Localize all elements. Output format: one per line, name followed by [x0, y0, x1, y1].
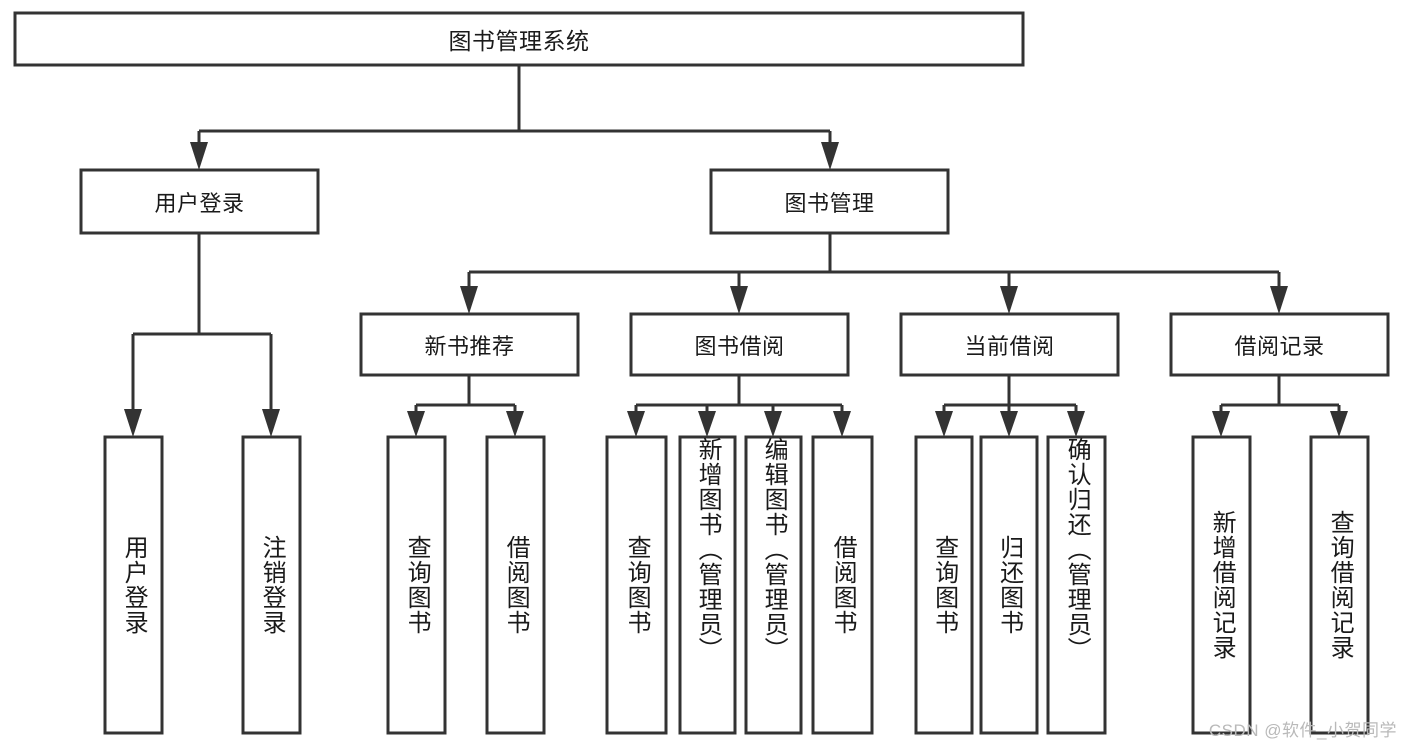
node-box-leaf-edit-book[interactable] — [744, 435, 803, 735]
arrow-user-login — [190, 142, 208, 170]
node-box-leaf-user-login[interactable] — [103, 435, 164, 735]
node-box-leaf-return-book[interactable] — [979, 435, 1039, 735]
node-box-leaf-query-borrow-record[interactable] — [1309, 435, 1370, 735]
node-box-book-borrow[interactable] — [629, 312, 850, 377]
node-box-leaf-borrow-book-1[interactable] — [485, 435, 546, 735]
arrow-leaf-edit-book — [764, 411, 782, 437]
arrow-leaf-return-book — [1000, 411, 1018, 437]
arrow-leaf-borrow-book-1 — [506, 411, 524, 437]
nodes-layer — [13, 11, 1390, 735]
arrow-borrow-record — [1270, 286, 1288, 314]
edges-layer — [124, 65, 1348, 437]
arrow-current-borrow — [1000, 286, 1018, 314]
node-box-leaf-add-borrow-record[interactable] — [1191, 435, 1252, 735]
arrow-leaf-query-book-3 — [935, 411, 953, 437]
arrow-new-book-recommend — [460, 286, 478, 314]
node-box-leaf-add-book[interactable] — [678, 435, 737, 735]
arrow-leaf-user-logout — [262, 409, 280, 437]
node-box-borrow-record[interactable] — [1169, 312, 1390, 377]
node-box-root[interactable] — [13, 11, 1025, 67]
arrow-book-manage — [821, 142, 839, 170]
node-box-user-login[interactable] — [79, 168, 320, 235]
watermark-text: CSDN @软件_小贺同学 — [1208, 721, 1397, 740]
arrow-leaf-add-borrow-record — [1212, 411, 1230, 437]
arrow-leaf-confirm-return — [1067, 411, 1085, 437]
arrow-leaf-user-login — [124, 409, 142, 437]
arrow-leaf-borrow-book-2 — [833, 411, 851, 437]
arrow-leaf-query-book-1 — [407, 411, 425, 437]
arrow-leaf-add-book — [698, 411, 716, 437]
node-box-leaf-query-book-2[interactable] — [605, 435, 668, 735]
arrow-leaf-query-borrow-record — [1330, 411, 1348, 437]
node-box-leaf-borrow-book-2[interactable] — [811, 435, 874, 735]
node-box-leaf-user-logout[interactable] — [241, 435, 302, 735]
arrow-leaf-query-book-2 — [627, 411, 645, 437]
node-box-leaf-query-book-3[interactable] — [914, 435, 974, 735]
node-box-leaf-query-book-1[interactable] — [386, 435, 447, 735]
node-box-current-borrow[interactable] — [899, 312, 1120, 377]
node-box-book-manage[interactable] — [709, 168, 950, 235]
node-box-new-book-recommend[interactable] — [359, 312, 580, 377]
arrow-book-borrow — [730, 286, 748, 314]
node-box-leaf-confirm-return[interactable] — [1046, 435, 1107, 735]
